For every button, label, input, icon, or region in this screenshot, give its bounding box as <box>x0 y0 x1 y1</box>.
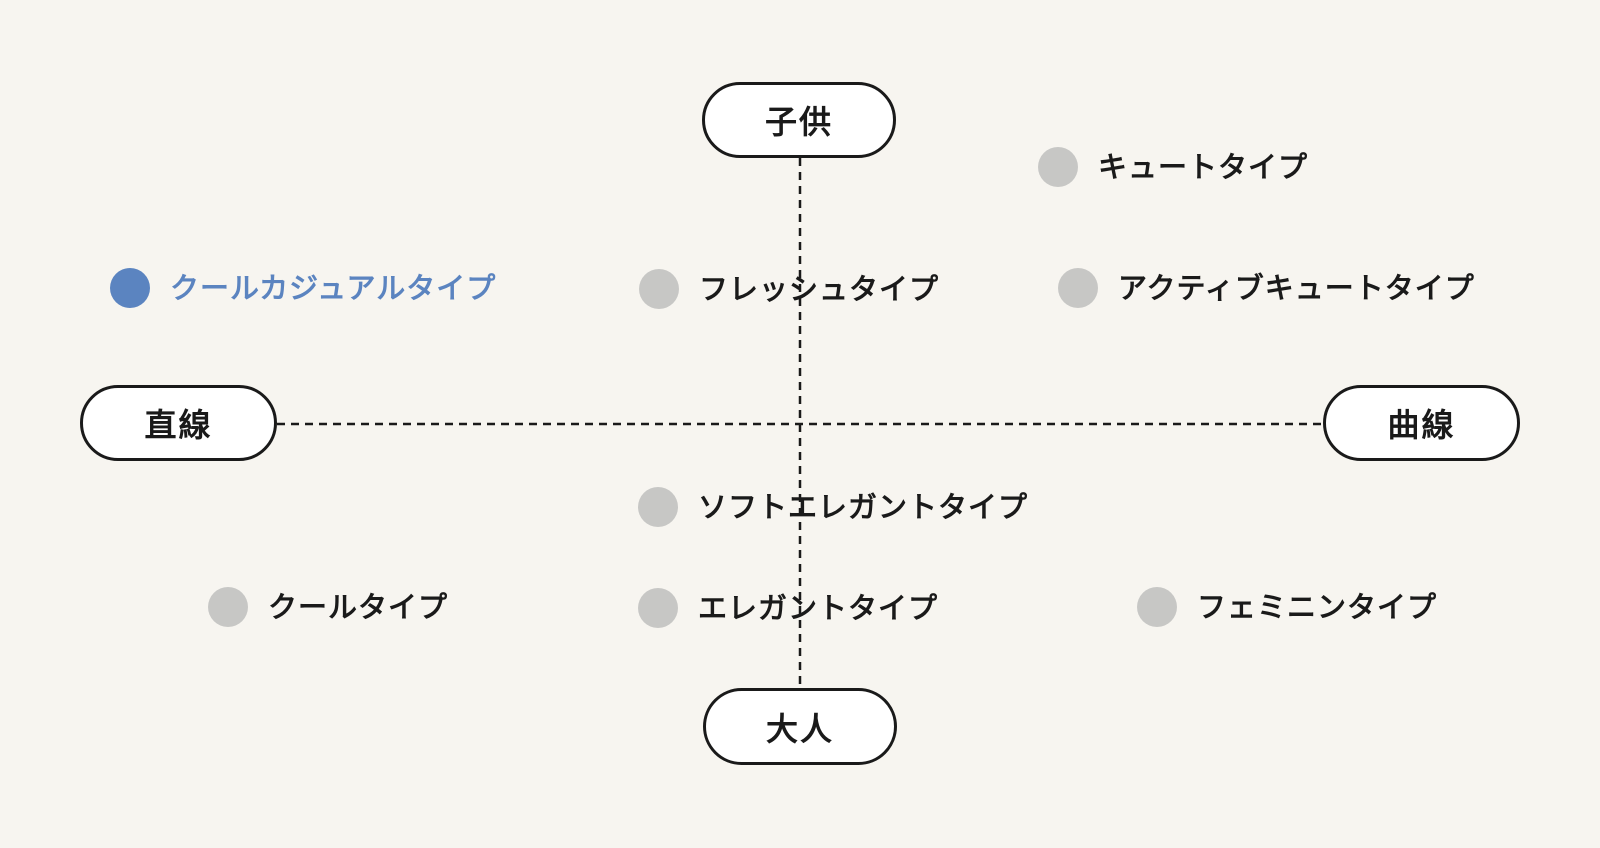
type-label: エレガントタイプ <box>698 591 939 625</box>
type-label: クールタイプ <box>268 590 449 624</box>
axis-label-child: 子供 <box>702 82 896 158</box>
type-label: フレッシュタイプ <box>699 272 940 306</box>
type-label: ソフトエレガントタイプ <box>698 490 1029 524</box>
type-item-cute[interactable]: キュートタイプ <box>1038 147 1308 187</box>
type-item-elegant[interactable]: エレガントタイプ <box>638 588 938 628</box>
type-item-soft-elegant[interactable]: ソフトエレガントタイプ <box>638 487 1028 527</box>
type-item-feminine[interactable]: フェミニンタイプ <box>1137 587 1437 627</box>
type-label: フェミニンタイプ <box>1197 590 1438 624</box>
axis-label-straight-text: 直線 <box>144 406 213 444</box>
type-item-cool[interactable]: クールタイプ <box>208 587 448 627</box>
type-label: クールカジュアルタイプ <box>170 271 497 305</box>
type-label: キュートタイプ <box>1098 150 1309 184</box>
type-dot <box>110 268 150 308</box>
axis-label-curved: 曲線 <box>1323 385 1520 461</box>
type-dot <box>639 269 679 309</box>
axis-label-straight: 直線 <box>80 385 277 461</box>
type-item-cool-casual[interactable]: クールカジュアルタイプ <box>110 268 496 308</box>
axis-label-curved-text: 曲線 <box>1387 406 1456 444</box>
axis-label-child-text: 子供 <box>764 103 833 141</box>
type-dot <box>208 587 248 627</box>
type-dot <box>638 487 678 527</box>
type-item-fresh[interactable]: フレッシュタイプ <box>639 269 939 309</box>
type-dot <box>1058 268 1098 308</box>
axis-label-adult: 大人 <box>703 688 897 765</box>
type-dot <box>1038 147 1078 187</box>
axis-label-adult-text: 大人 <box>765 709 834 748</box>
type-dot <box>638 588 678 628</box>
type-dot <box>1137 587 1177 627</box>
type-label: アクティブキュートタイプ <box>1118 271 1475 305</box>
type-item-active-cute[interactable]: アクティブキュートタイプ <box>1058 268 1475 308</box>
